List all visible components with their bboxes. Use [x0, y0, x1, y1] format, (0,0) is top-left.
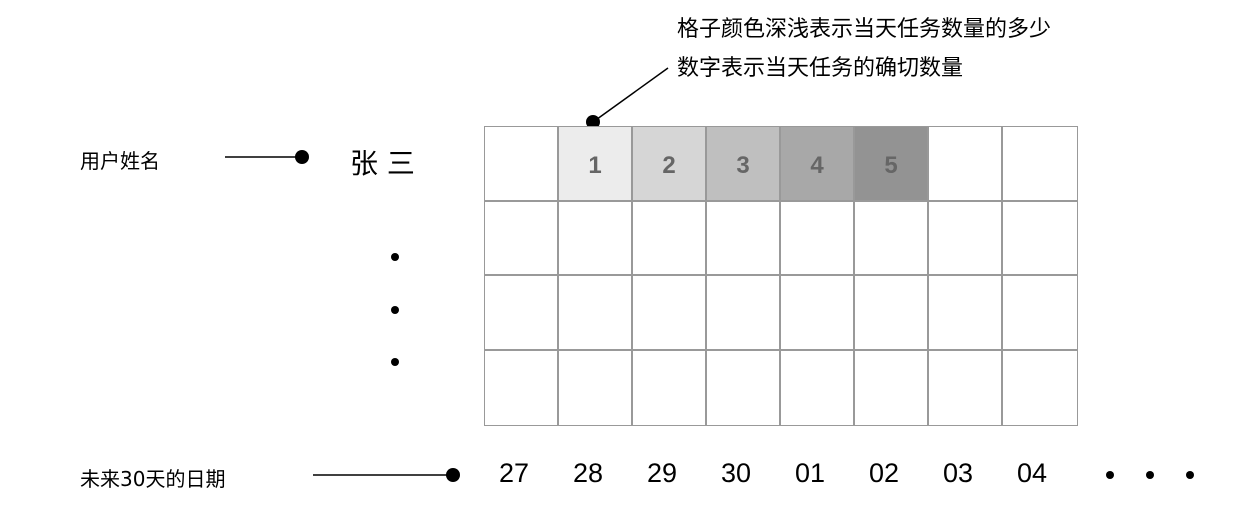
grid-cell [929, 127, 1003, 202]
grid-cell [1003, 202, 1077, 276]
date-label-item: 04 [1016, 458, 1048, 488]
grid-cell [559, 201, 633, 276]
grid-cell [485, 276, 559, 351]
grid-cell [1003, 351, 1077, 426]
grid-cell: 5 [855, 127, 929, 202]
grid-cell [929, 276, 1003, 351]
grid-cell [633, 276, 707, 351]
date-label: 未来30天的日期 [80, 467, 226, 491]
ellipsis-dot [391, 306, 399, 314]
grid-cell [929, 201, 1003, 276]
grid-cell [633, 201, 707, 276]
more-dates-dot [1106, 471, 1114, 479]
date-label-item: 03 [942, 458, 974, 488]
grid-cell [707, 350, 781, 425]
date-label-item: 29 [646, 458, 678, 488]
annotation-line-2: 数字表示当天任务的确切数量 [677, 56, 964, 81]
grid-cell [633, 350, 707, 425]
grid-cell [485, 127, 559, 202]
date-dot [446, 468, 460, 482]
grid-cell [855, 201, 929, 276]
date-label-item: 30 [720, 458, 752, 488]
grid-cell [855, 276, 929, 351]
date-label-item: 28 [572, 458, 604, 488]
grid-cell: 4 [781, 127, 855, 202]
annotation-leader-line [592, 67, 669, 123]
grid-cell [855, 350, 929, 425]
date-label-item: 02 [868, 458, 900, 488]
ellipsis-dot [391, 358, 399, 366]
annotation-line-1: 格子颜色深浅表示当天任务数量的多少 [677, 17, 1052, 42]
user-name-label: 用户姓名 [80, 149, 160, 173]
more-dates-dot [1146, 471, 1154, 479]
grid-cell: 2 [633, 127, 707, 202]
grid-cell [707, 201, 781, 276]
grid-cell [485, 201, 559, 276]
grid-cell [559, 276, 633, 351]
ellipsis-dot [391, 253, 399, 261]
grid-cell [1003, 276, 1077, 351]
grid-cell [929, 350, 1003, 425]
grid-cell [485, 350, 559, 425]
grid-cell [781, 201, 855, 276]
grid-cell [707, 276, 781, 351]
annotation-dot [586, 115, 600, 129]
date-label-item: 01 [794, 458, 826, 488]
grid-cell [559, 350, 633, 425]
grid-cell [781, 276, 855, 351]
date-label-item: 27 [498, 458, 530, 488]
grid-cell [1003, 127, 1077, 202]
more-dates-dot [1186, 471, 1194, 479]
grid-cell: 1 [559, 127, 633, 202]
grid-cell [781, 350, 855, 425]
user-dot [295, 150, 309, 164]
user-name: 张 三 [350, 147, 415, 180]
grid-cell: 3 [707, 127, 781, 202]
